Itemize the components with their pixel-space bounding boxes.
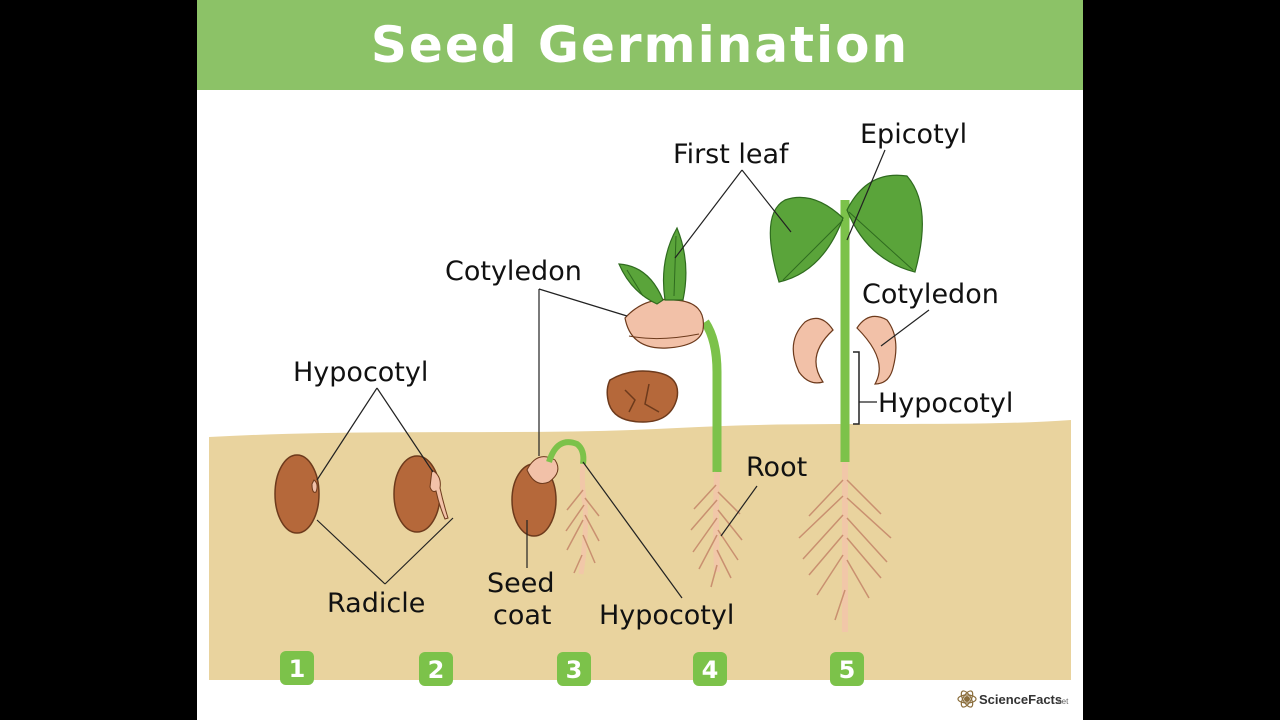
label-hypocotyl-3: Hypocotyl [878,388,1013,419]
stage-5-plant [769,174,923,632]
step-number: 2 [428,656,445,684]
label-hypocotyl-2: Hypocotyl [599,600,734,631]
step-badge-3: 3 [557,652,591,686]
step-badge-4: 4 [693,652,727,686]
atom-icon [957,690,977,708]
step-badge-5: 5 [830,652,864,686]
label-cotyledon-1: Cotyledon [445,256,582,287]
germination-diagram: Hypocotyl Radicle Cotyledon Seed coat Hy… [209,119,1071,714]
diagram-frame: Seed Germination [197,0,1083,720]
label-coat: coat [493,600,552,631]
label-root: Root [746,452,807,483]
step-badge-1: 1 [280,651,314,685]
step-number: 3 [566,656,583,684]
step-number: 1 [289,655,306,683]
soil [209,420,1071,680]
stage-1-seed [274,454,320,534]
title-bar: Seed Germination [197,0,1083,90]
logo-suffix: .net [1055,697,1069,706]
step-badge-2: 2 [419,652,453,686]
stage-3-seedling [511,439,600,575]
step-number: 4 [702,656,719,684]
page-title: Seed Germination [370,16,910,74]
label-radicle: Radicle [327,588,425,619]
label-cotyledon-2: Cotyledon [862,279,999,310]
pointer-lines [316,149,930,599]
label-hypocotyl-1: Hypocotyl [293,357,428,388]
stage-2-seed [393,455,449,533]
sciencefacts-logo: ScienceFacts .net [949,684,1071,714]
label-seed: Seed [487,568,555,599]
label-epicotyl: Epicotyl [860,119,967,150]
stage-4-seedling [606,226,743,588]
logo-text: ScienceFacts [979,692,1062,707]
label-first-leaf: First leaf [673,139,790,170]
step-number: 5 [839,656,856,684]
